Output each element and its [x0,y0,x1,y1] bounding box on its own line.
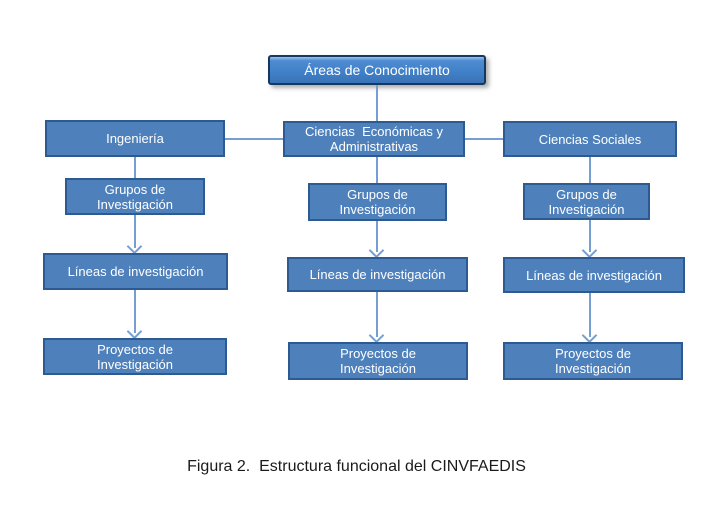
connector-ciencias-economicas-to-ciencias-sociales [465,138,503,140]
node-label: Investigación [555,361,631,376]
connector-ingenieria-to-ciencias-economicas [225,138,283,140]
node-lineas-investigacion-col2: Líneas de investigación [287,257,468,292]
node-label: Administrativas [329,139,419,154]
connector-root-to-ciencias-economicas [376,85,378,121]
arrowhead-down-icon [581,327,598,344]
arrowhead-down-icon [368,327,385,344]
arrowhead-down-icon [368,242,385,259]
node-label: Líneas de investigación [526,267,662,283]
node-ciencias-sociales: Ciencias Sociales [503,121,677,157]
connector-ingenieria-to-grupos [134,157,136,178]
node-grupos-investigacion-col1: Grupos de Investigación [65,178,205,215]
figure-caption: Figura 2. Estructura funcional del CINVF… [187,458,526,475]
node-ciencias-economicas: Ciencias Económicas y Administrativas [283,121,465,157]
arrow-lineas-to-proyectos-col2 [376,292,378,337]
node-proyectos-investigacion-col1: Proyectos de Investigación [43,338,227,375]
node-proyectos-investigacion-col3: Proyectos de Investigación [503,342,683,380]
node-label: Grupos de [347,187,408,202]
node-proyectos-investigacion-col2: Proyectos de Investigación [288,342,468,380]
node-label: Proyectos de [97,341,173,357]
node-label: Investigación [97,356,173,372]
arrowhead-down-icon [126,323,143,340]
arrow-lineas-to-proyectos-col1 [134,290,136,333]
node-areas-de-conocimiento: Áreas de Conocimiento [268,55,486,85]
arrowhead-down-icon [581,242,598,259]
node-label: Proyectos de [555,346,631,361]
arrowhead-down-icon [126,238,143,255]
arrow-grupos-to-lineas-col2 [376,221,378,252]
node-label: Ciencias Económicas y [305,124,443,139]
node-lineas-investigacion-col3: Líneas de investigación [503,257,685,293]
arrow-grupos-to-lineas-col3 [589,220,591,252]
node-grupos-investigacion-col2: Grupos de Investigación [308,183,447,221]
node-label: Proyectos de [340,346,416,361]
arrow-lineas-to-proyectos-col3 [589,293,591,337]
arrow-grupos-to-lineas-col1 [134,215,136,248]
node-label: Investigación [339,202,416,217]
connector-ciencias-sociales-to-grupos [589,157,591,183]
node-label: Investigación [340,361,416,376]
node-label: Ingeniería [106,131,164,146]
node-label: Áreas de Conocimiento [304,61,450,78]
node-label: Líneas de investigación [67,264,204,279]
node-label: Grupos de [556,186,617,202]
node-label: Investigación [548,201,625,217]
node-label: Líneas de investigación [309,267,446,282]
node-lineas-investigacion-col1: Líneas de investigación [43,253,228,290]
node-label: Grupos de [104,181,166,197]
node-grupos-investigacion-col3: Grupos de Investigación [523,183,650,220]
node-ingenieria: Ingeniería [45,120,225,157]
node-label: Ciencias Sociales [538,131,642,147]
connector-ciencias-economicas-to-grupos [376,157,378,183]
node-label: Investigación [97,196,173,212]
